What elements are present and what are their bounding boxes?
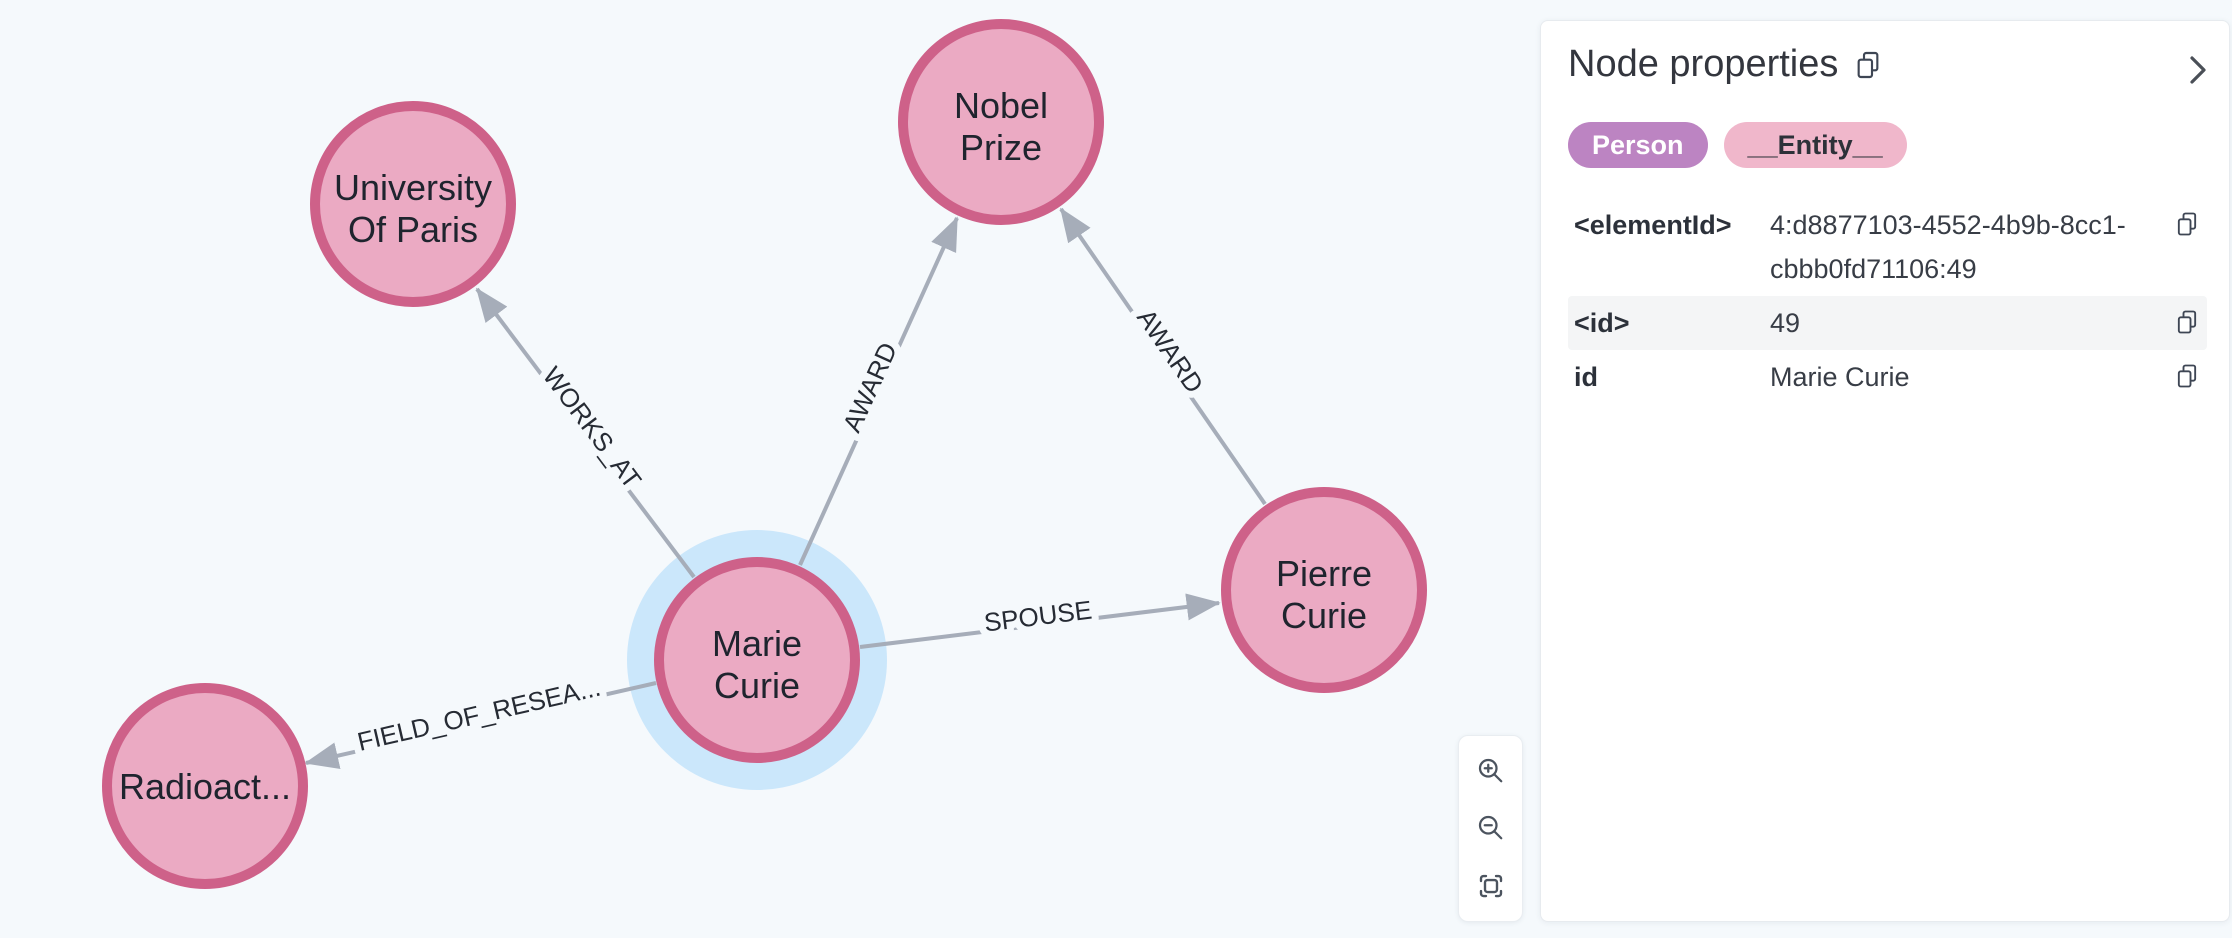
label-badge-entity[interactable]: __Entity__ (1723, 122, 1907, 168)
property-key: <id> (1574, 308, 1630, 338)
table-row: <id> 49 (1568, 296, 2207, 350)
node-label: Of Paris (348, 209, 478, 250)
property-key: id (1574, 362, 1598, 392)
graph-edge-award-marie[interactable]: AWARD (798, 216, 959, 566)
copy-icon (2177, 364, 2197, 388)
graph-node-marie-curie[interactable]: Marie Curie (654, 557, 860, 763)
table-row: id Marie Curie (1568, 350, 2207, 404)
node-label: Nobel (954, 85, 1048, 126)
node-label-badges: Person __Entity__ (1568, 122, 2207, 168)
graph-node-university-of-paris[interactable]: University Of Paris (310, 101, 516, 307)
copy-value-button[interactable] (2175, 308, 2199, 336)
node-label: Marie (712, 623, 802, 664)
copy-value-button[interactable] (2175, 362, 2199, 390)
fit-to-view-icon (1479, 874, 1502, 898)
edge-label-award-marie[interactable]: AWARD (830, 331, 911, 444)
chevron-right-icon (2190, 56, 2206, 84)
graph-edge-field-of-research[interactable]: FIELD_OF_RESEA... (304, 665, 657, 770)
node-label: University (334, 167, 492, 208)
edge-label-spouse[interactable]: SPOUSE (975, 588, 1100, 645)
copy-icon (1857, 51, 1879, 78)
zoom-out-icon (1478, 816, 1502, 840)
graph-node-nobel-prize[interactable]: Nobel Prize (898, 19, 1104, 225)
graph-edge-award-pierre[interactable]: AWARD (1059, 207, 1267, 506)
copy-value-button[interactable] (2175, 210, 2199, 238)
property-value: Marie Curie (1770, 362, 1910, 392)
graph-node-radioactivity[interactable]: Radioact... (102, 683, 308, 889)
zoom-in-icon (1478, 758, 1502, 783)
zoom-in-button[interactable] (1476, 756, 1506, 786)
zoom-out-button[interactable] (1476, 813, 1506, 843)
copy-icon (2177, 310, 2197, 334)
copy-icon (2177, 212, 2197, 236)
properties-table: <elementId> 4:d8877103-4552-4b9b-8cc1-cb… (1568, 198, 2207, 404)
node-label: Curie (1281, 595, 1367, 636)
graph-node-pierre-curie[interactable]: Pierre Curie (1221, 487, 1427, 693)
canvas-zoom-toolbar (1458, 735, 1523, 922)
graph-edge-works-at[interactable]: WORKS_AT (475, 287, 696, 579)
node-label: Prize (960, 127, 1042, 168)
node-label: Radioact... (119, 766, 291, 807)
label-badge-person[interactable]: Person (1568, 122, 1708, 168)
edge-label-works-at[interactable]: WORKS_AT (530, 354, 655, 501)
edge-label-award-pierre[interactable]: AWARD (1124, 296, 1217, 405)
fit-to-view-button[interactable] (1476, 871, 1506, 901)
property-key: <elementId> (1574, 210, 1732, 240)
node-properties-panel: Node properties Person __Entity__ <eleme… (1540, 20, 2230, 922)
property-value: 49 (1770, 308, 1801, 338)
edge-label-field-of-research[interactable]: FIELD_OF_RESEA... (348, 665, 611, 764)
node-label: Curie (714, 665, 800, 706)
graph-canvas[interactable]: WORKS_AT AWARD AWARD SPOUSE FIELD_OF_RES… (0, 0, 1540, 938)
node-label: Pierre (1276, 553, 1372, 594)
property-value: 4:d8877103-4552-4b9b-8cc1-cbbb0fd71106:4… (1770, 210, 2126, 284)
collapse-panel-button[interactable] (2187, 53, 2209, 87)
table-row: <elementId> 4:d8877103-4552-4b9b-8cc1-cb… (1568, 198, 2207, 296)
panel-title: Node properties (1568, 43, 1839, 85)
copy-all-properties-button[interactable] (1854, 49, 1882, 81)
graph-edge-spouse[interactable]: SPOUSE (859, 588, 1221, 649)
